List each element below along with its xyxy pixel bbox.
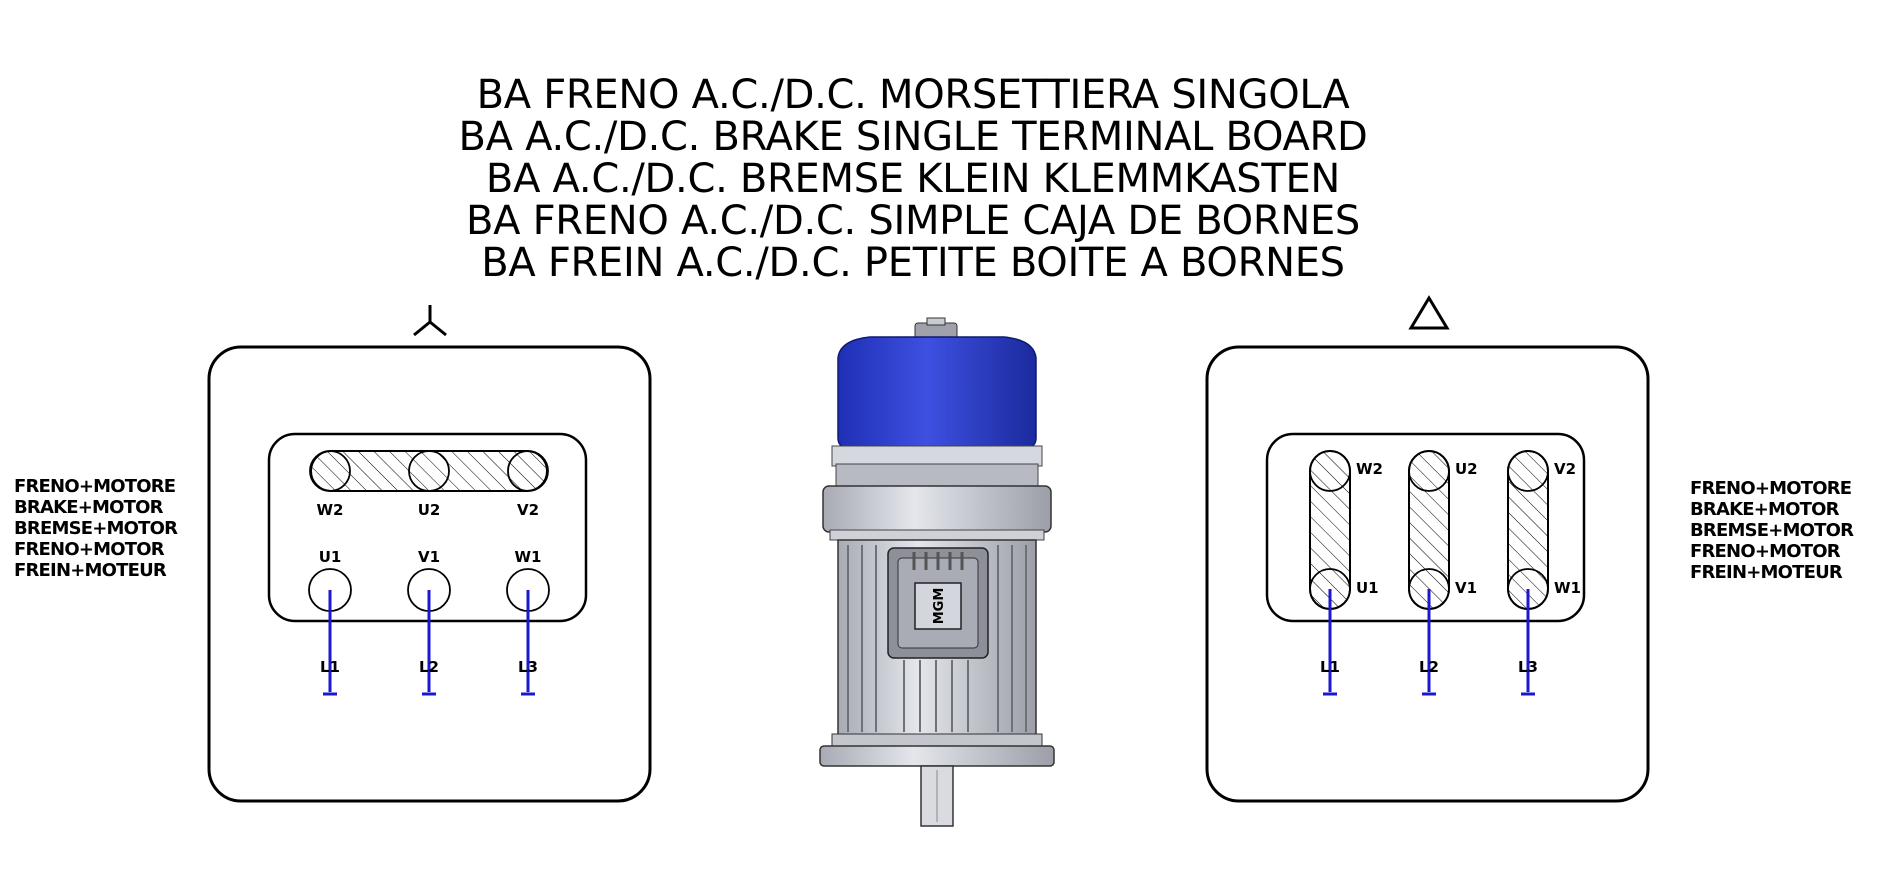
label-es: FRENO+MOTOR xyxy=(1690,541,1841,562)
delta-line-l2: L2 xyxy=(1419,658,1439,676)
star-line-l1: L1 xyxy=(320,658,340,676)
label-it: FRENO+MOTORE xyxy=(14,476,176,497)
label-fr: FREIN+MOTEUR xyxy=(1690,562,1843,583)
label-en: BRAKE+MOTOR xyxy=(14,497,164,518)
title-line-de: BA A.C./D.C. BREMSE KLEIN KLEMMKASTEN xyxy=(485,156,1341,202)
star-top-label-u2: U2 xyxy=(418,501,441,519)
star-bottom-label-u1: U1 xyxy=(319,548,342,566)
mgm-logo: MGM xyxy=(932,588,947,625)
star-supply-wires xyxy=(323,590,535,696)
label-de: BREMSE+MOTOR xyxy=(1690,520,1854,541)
title-line-it: BA FRENO A.C./D.C. MORSETTIERA SINGOLA xyxy=(476,72,1350,118)
star-bottom-label-v1: V1 xyxy=(418,548,440,566)
brake-motor-illustration: MGM xyxy=(819,317,1055,827)
star-top-label-w2: W2 xyxy=(317,501,344,519)
delta-top-label-u2: U2 xyxy=(1455,460,1478,478)
star-top-label-v2: V2 xyxy=(517,501,539,519)
delta-supply-wires xyxy=(1323,589,1535,696)
terminal-v2 xyxy=(507,450,549,492)
label-it: FRENO+MOTORE xyxy=(1690,478,1852,499)
star-connection-panel: W2 U2 V2 U1 V1 W1 L1 L2 L3 xyxy=(207,305,652,803)
diagram-title: BA FRENO A.C./D.C. MORSETTIERA SINGOLA B… xyxy=(0,74,1826,284)
title-line-es: BA FRENO A.C./D.C. SIMPLE CAJA DE BORNES xyxy=(465,198,1361,244)
label-en: BRAKE+MOTOR xyxy=(1690,499,1840,520)
terminal-w2 xyxy=(309,450,351,492)
delta-connection-panel: W2 U2 V2 U1 V1 W1 L1 L2 L3 xyxy=(1205,295,1650,803)
delta-terminal-board xyxy=(1265,432,1586,623)
delta-top-label-v2: V2 xyxy=(1554,460,1576,478)
delta-symbol-icon xyxy=(1408,295,1450,330)
delta-bridge-link-3 xyxy=(1507,450,1549,610)
delta-bottom-label-w1: W1 xyxy=(1554,579,1581,597)
brake-cap xyxy=(837,336,1037,449)
star-terminal-box xyxy=(207,345,652,803)
label-es: FRENO+MOTOR xyxy=(14,539,165,560)
delta-bottom-label-u1: U1 xyxy=(1356,579,1379,597)
star-bridge-link xyxy=(310,450,548,492)
star-symbol-icon xyxy=(413,305,447,337)
star-bottom-label-w1: W1 xyxy=(515,548,542,566)
left-connection-label: FRENO+MOTORE BRAKE+MOTOR BREMSE+MOTOR FR… xyxy=(14,476,178,581)
star-line-l3: L3 xyxy=(518,658,538,676)
title-line-fr: BA FREIN A.C./D.C. PETITE BOITE A BORNES xyxy=(481,240,1345,286)
right-connection-label: FRENO+MOTORE BRAKE+MOTOR BREMSE+MOTOR FR… xyxy=(1690,478,1854,583)
delta-top-label-w2: W2 xyxy=(1356,460,1383,478)
delta-bottom-label-v1: V1 xyxy=(1455,579,1477,597)
delta-line-l3: L3 xyxy=(1518,658,1538,676)
label-de: BREMSE+MOTOR xyxy=(14,518,178,539)
terminal-u2 xyxy=(408,450,450,492)
label-fr: FREIN+MOTEUR xyxy=(14,560,167,581)
delta-terminal-box xyxy=(1205,345,1650,803)
delta-bridge-link-1 xyxy=(1309,450,1351,610)
delta-bridge-link-2 xyxy=(1408,450,1450,610)
delta-line-l1: L1 xyxy=(1320,658,1340,676)
title-line-en: BA A.C./D.C. BRAKE SINGLE TERMINAL BOARD xyxy=(458,114,1368,160)
star-line-l2: L2 xyxy=(419,658,439,676)
